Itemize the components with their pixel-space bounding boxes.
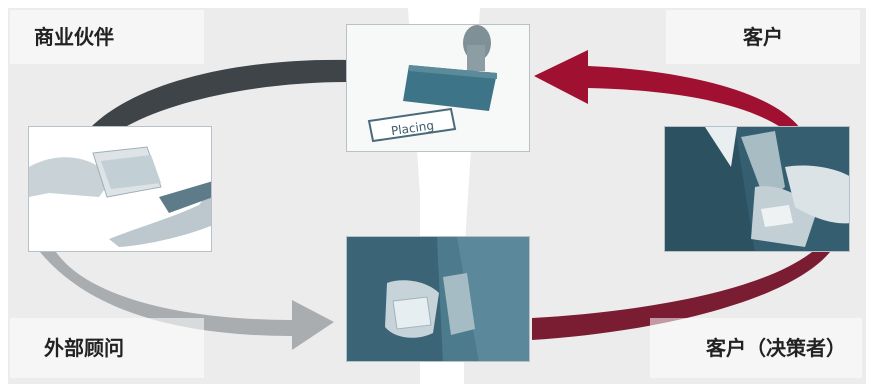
- hand-in-pocket-photo: [664, 126, 850, 252]
- label-external-consultant: 外部顾问: [10, 318, 204, 378]
- label-text: 客户: [743, 27, 783, 47]
- label-text: 商业伙伴: [34, 27, 114, 47]
- label-business-partner: 商业伙伴: [10, 10, 204, 64]
- label-customer-decision-maker: 客户（决策者）: [650, 318, 862, 378]
- bribe-pocket-photo: [346, 236, 530, 362]
- label-customer: 客户: [666, 10, 860, 64]
- stamp-photo: Placing: [346, 24, 530, 152]
- arrow-dark-gray: [90, 60, 348, 130]
- handshake-money-photo: [28, 126, 212, 252]
- label-text: 外部顾问: [44, 338, 124, 358]
- label-text: 客户（决策者）: [706, 338, 846, 358]
